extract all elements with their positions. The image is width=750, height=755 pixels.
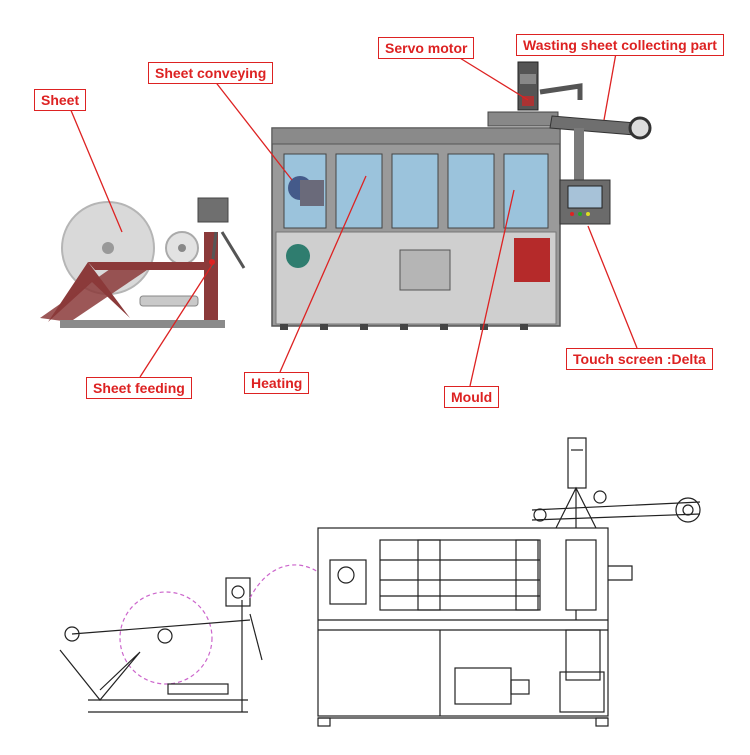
label-touch-screen: Touch screen :Delta <box>566 348 713 370</box>
gantry-drawing <box>531 437 701 620</box>
main-machine-body <box>271 127 561 330</box>
main-frame-drawing <box>317 527 609 727</box>
touch-screen-panel <box>559 179 611 225</box>
wasting-sheet-arm <box>549 115 652 182</box>
label-wasting-sheet: Wasting sheet collecting part <box>516 34 724 56</box>
label-sheet-conveying: Sheet conveying <box>148 62 274 84</box>
sheet-feeder-stand <box>40 197 246 328</box>
bottom-line-drawing <box>59 437 701 727</box>
label-sheet: Sheet <box>34 89 87 111</box>
label-mould: Mould <box>444 386 500 408</box>
top-machine-render <box>40 52 652 387</box>
label-sheet-feeding: Sheet feeding <box>86 377 192 399</box>
feeder-frame-drawing <box>59 564 319 713</box>
callout-leader-lines <box>69 52 638 387</box>
label-heating: Heating <box>244 372 310 394</box>
servo-motor-unit <box>487 61 583 127</box>
label-servo-motor: Servo motor <box>378 37 475 59</box>
